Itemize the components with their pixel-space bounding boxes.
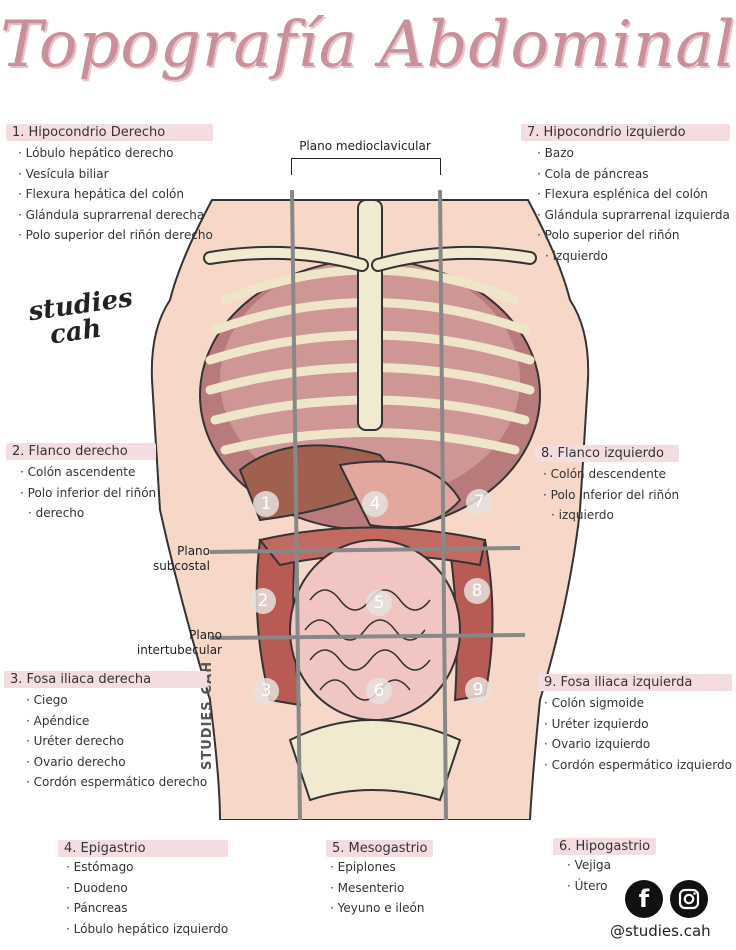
list-item: Vesícula biliar bbox=[18, 164, 213, 185]
list-item: Polo inferior del riñón bbox=[20, 483, 157, 504]
region-number: 9 bbox=[465, 677, 491, 703]
section-heading: 2. Flanco derecho bbox=[6, 443, 157, 460]
section-heading: 5. Mesogastrio bbox=[326, 840, 434, 857]
plane-label-midclavicular: Plano medioclavicular bbox=[299, 139, 431, 153]
list-item: izquierdo bbox=[537, 246, 730, 267]
region-number: 3 bbox=[253, 678, 279, 704]
list-item: Ovario izquierdo bbox=[544, 734, 732, 755]
list-item: Colón ascendente bbox=[20, 462, 156, 483]
facebook-icon[interactable]: f bbox=[625, 880, 663, 918]
section-hipogastrio: 6. Hipogastrio Vejiga Útero bbox=[553, 838, 657, 897]
list-item: Apéndice bbox=[26, 711, 207, 732]
list-item: Bazo bbox=[537, 143, 730, 164]
region-number: 4 bbox=[362, 491, 388, 517]
section-flanco-derecho: 2. Flanco derecho Colón ascendente Polo … bbox=[6, 443, 157, 524]
section-hipocondrio-derecho: 1. Hipocondrio Derecho Lóbulo hepático d… bbox=[6, 124, 213, 246]
list-item: Uréter derecho bbox=[26, 731, 207, 752]
list-item: Yeyuno e ileón bbox=[330, 898, 433, 919]
list-item: Polo superior del riñón bbox=[537, 225, 730, 246]
region-number: 7 bbox=[466, 489, 492, 515]
list-item: Epiplones bbox=[330, 857, 433, 878]
section-mesogastrio: 5. Mesogastrio Epiplones Mesenterio Yeyu… bbox=[326, 840, 434, 919]
list-item: Cordón espermático izquierdo bbox=[544, 755, 732, 776]
instagram-icon[interactable] bbox=[670, 880, 708, 918]
list-item: Glándula suprarrenal izquierda bbox=[537, 205, 730, 226]
section-epigastrio: 4. Epigastrio Estómago Duodeno Páncreas … bbox=[58, 840, 229, 940]
list-item: Duodeno bbox=[66, 878, 228, 899]
midclavicular-bracket bbox=[291, 158, 441, 175]
list-item: Flexura esplénica del colón bbox=[537, 184, 730, 205]
list-item: Lóbulo hepático derecho bbox=[18, 143, 213, 164]
region-number: 5 bbox=[366, 590, 392, 616]
section-heading: 7. Hipocondrio izquierdo bbox=[521, 124, 730, 141]
list-item: Glándula suprarrenal derecha bbox=[18, 205, 213, 226]
section-fosa-iliaca-derecha: 3. Fosa iliaca derecha Ciego Apéndice Ur… bbox=[4, 671, 208, 793]
section-heading: 9. Fosa iliaca izquierda bbox=[538, 674, 732, 691]
list-item: Uréter izquierdo bbox=[544, 714, 732, 735]
list-item: Mesenterio bbox=[330, 878, 433, 899]
section-heading: 3. Fosa iliaca derecha bbox=[4, 671, 208, 688]
region-number: 2 bbox=[250, 588, 276, 614]
page-title: Topografía Abdominal bbox=[0, 8, 736, 82]
list-item: Polo inferior del riñón bbox=[543, 485, 680, 506]
list-item: izquierdo bbox=[543, 505, 679, 526]
list-item: Útero bbox=[567, 876, 656, 897]
list-item: Lóbulo hepático izquierdo bbox=[66, 919, 229, 940]
list-item: Páncreas bbox=[66, 898, 228, 919]
section-heading: 6. Hipogastrio bbox=[553, 838, 657, 855]
section-fosa-iliaca-izquierda: 9. Fosa iliaca izquierda Colón sigmoide … bbox=[538, 674, 732, 775]
list-item: Polo superior del riñón derecho bbox=[18, 225, 213, 246]
list-item: derecho bbox=[20, 503, 156, 524]
region-number: 6 bbox=[366, 678, 392, 704]
social-handle[interactable]: @studies.cah bbox=[610, 922, 711, 940]
list-item: Cordón espermático derecho bbox=[26, 772, 208, 793]
region-number: 8 bbox=[464, 578, 490, 604]
list-item: Estómago bbox=[66, 857, 228, 878]
list-item: Ciego bbox=[26, 690, 207, 711]
list-item: Colón descendente bbox=[543, 464, 679, 485]
list-item: Colón sigmoide bbox=[544, 693, 732, 714]
section-heading: 8. Flanco izquierdo bbox=[535, 445, 680, 462]
section-heading: 4. Epigastrio bbox=[58, 840, 229, 857]
section-flanco-izquierdo: 8. Flanco izquierdo Colón descendente Po… bbox=[535, 445, 680, 526]
list-item: Cola de páncreas bbox=[537, 164, 730, 185]
list-item: Flexura hepática del colón bbox=[18, 184, 213, 205]
section-hipocondrio-izquierdo: 7. Hipocondrio izquierdo Bazo Cola de pá… bbox=[521, 124, 730, 266]
abdomen-illustration bbox=[150, 189, 590, 820]
region-number: 1 bbox=[253, 491, 279, 517]
list-item: Ovario derecho bbox=[26, 752, 207, 773]
section-heading: 1. Hipocondrio Derecho bbox=[6, 124, 213, 141]
list-item: Vejiga bbox=[567, 855, 656, 876]
brand-logo: studies cah bbox=[26, 282, 135, 351]
